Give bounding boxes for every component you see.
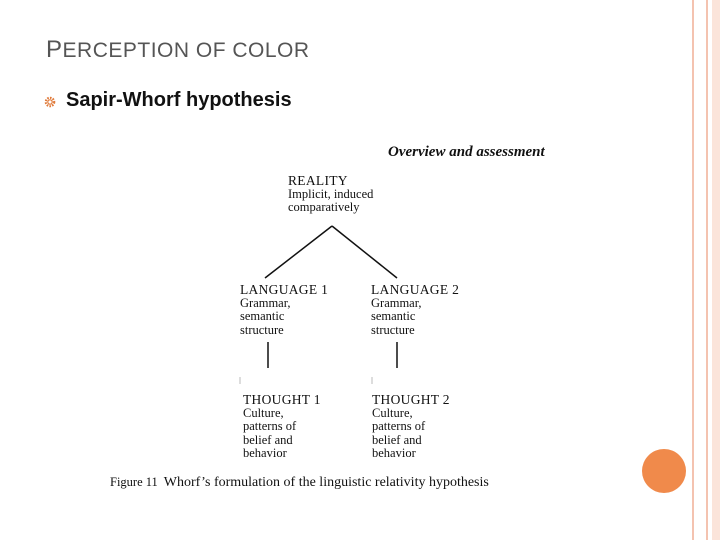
thought2-title: THOUGHT 2 (372, 392, 450, 407)
language1-line: Grammar, (240, 295, 291, 310)
slide-title: PERCEPTION OF COLOR (46, 36, 310, 64)
decorative-border-line (692, 0, 694, 540)
thought2-line: belief and (372, 432, 422, 447)
language1-node: LANGUAGE 1 Grammar, semantic structure (240, 283, 328, 337)
reality-title: REALITY (288, 173, 348, 188)
language1-title: LANGUAGE 1 (240, 282, 329, 297)
bullet-item: Sapir-Whorf hypothesis (44, 89, 292, 112)
reality-node: REALITY Implicit, induced comparatively (288, 174, 373, 215)
decorative-circle (642, 449, 686, 493)
thought2-line: patterns of (372, 419, 426, 433)
decorative-border-line (706, 0, 708, 540)
whorf-diagram: Overview and assessment REALITY Implicit… (100, 140, 580, 500)
figure-label: Figure 11 (110, 475, 158, 489)
thought1-line: Culture, (243, 405, 284, 420)
bullet-text: Sapir-Whorf hypothesis (66, 89, 292, 111)
diagram-connectors (239, 225, 398, 384)
language1-line: semantic (240, 309, 285, 323)
title-initial: P (46, 36, 63, 63)
language2-title: LANGUAGE 2 (371, 282, 460, 297)
gear-icon (44, 95, 56, 107)
thought1-line: belief and (243, 432, 293, 447)
title-rest: ERCEPTION OF COLOR (62, 39, 310, 62)
thought2-line: Culture, (372, 405, 413, 420)
reality-line: comparatively (288, 200, 360, 214)
thought1-line: behavior (243, 446, 287, 460)
decorative-strip (712, 0, 720, 540)
thought1-line: patterns of (243, 419, 297, 433)
thought1-title: THOUGHT 1 (243, 392, 321, 407)
thought2-node: THOUGHT 2 Culture, patterns of belief an… (372, 393, 450, 461)
thought1-node: THOUGHT 1 Culture, patterns of belief an… (243, 393, 321, 461)
figure-caption: Figure 11 Whorf’s formulation of the ling… (110, 475, 489, 491)
thought2-line: behavior (372, 446, 416, 460)
figure-caption-text: Whorf’s formulation of the linguistic re… (163, 475, 489, 490)
language2-line: structure (371, 322, 415, 337)
figure-header: Overview and assessment (388, 144, 545, 160)
language2-line: Grammar, (371, 295, 422, 310)
language2-node: LANGUAGE 2 Grammar, semantic structure (371, 283, 459, 337)
reality-line: Implicit, induced (288, 186, 374, 201)
language1-line: structure (240, 322, 284, 337)
language2-line: semantic (371, 309, 416, 323)
